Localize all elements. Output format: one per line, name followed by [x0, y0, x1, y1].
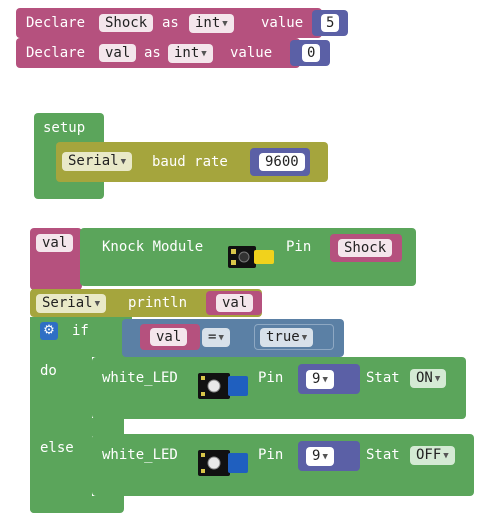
- variable-name-field[interactable]: val: [150, 328, 188, 346]
- pin-dropdown-value: 9: [312, 448, 321, 464]
- chevron-down-icon: ▼: [222, 19, 228, 29]
- chevron-down-icon: ▼: [301, 333, 308, 343]
- chevron-down-icon: ▼: [322, 452, 328, 462]
- pin-number-block[interactable]: 9▼: [298, 441, 360, 471]
- value-keyword: value: [261, 15, 304, 31]
- chevron-down-icon: ▼: [120, 157, 126, 167]
- number-block[interactable]: 5: [312, 10, 348, 36]
- pin-number-block[interactable]: 9▼: [298, 364, 360, 394]
- white-led-on-block[interactable]: white_LED Pin Stat ON▼: [92, 357, 466, 419]
- stat-dropdown-value: OFF: [416, 447, 442, 463]
- pin-dropdown[interactable]: 9▼: [306, 447, 334, 466]
- set-variable-block[interactable]: val: [30, 228, 82, 290]
- pin-dropdown[interactable]: 9▼: [306, 370, 334, 389]
- gear-icon[interactable]: ⚙: [40, 322, 58, 340]
- stat-dropdown[interactable]: OFF▼: [410, 446, 455, 465]
- stat-label: Stat: [366, 370, 400, 386]
- println-label: println: [128, 295, 188, 311]
- variable-name-field[interactable]: val: [216, 294, 254, 312]
- chevron-down-icon: ▼: [434, 374, 441, 384]
- serial-baud-block[interactable]: Serial▼ baud rate: [56, 142, 328, 182]
- serial-dropdown-value: Serial: [68, 153, 119, 169]
- number-field[interactable]: 0: [302, 44, 321, 62]
- baud-rate-label: baud rate: [152, 154, 228, 170]
- pin-label: Pin: [258, 447, 284, 463]
- number-field[interactable]: 5: [321, 14, 340, 32]
- pin-label: Pin: [286, 239, 312, 255]
- setup-label: setup: [43, 120, 86, 136]
- value-keyword: value: [230, 45, 273, 61]
- variable-name-field[interactable]: val: [99, 44, 137, 62]
- if-footer: [30, 496, 124, 513]
- boolean-dropdown[interactable]: true▼: [260, 328, 314, 347]
- else-label: else: [40, 440, 74, 456]
- operator-dropdown-value: =: [208, 329, 217, 345]
- knock-sensor-module-icon: [228, 244, 276, 270]
- declare-keyword: Declare: [26, 15, 86, 31]
- serial-dropdown[interactable]: Serial▼: [36, 294, 106, 313]
- variable-name-field[interactable]: Shock: [338, 239, 393, 257]
- chevron-down-icon: ▼: [201, 49, 207, 59]
- chevron-down-icon: ▼: [94, 299, 100, 309]
- compare-left-variable-block[interactable]: val: [140, 324, 200, 350]
- led-module-icon: [198, 371, 250, 401]
- as-keyword: as: [144, 45, 161, 61]
- knock-module-label: Knock Module: [102, 239, 204, 255]
- operator-dropdown[interactable]: =▼: [202, 328, 230, 347]
- serial-dropdown-value: Serial: [42, 295, 93, 311]
- number-block[interactable]: 9600: [250, 148, 310, 176]
- variable-name-field[interactable]: Shock: [99, 14, 154, 32]
- as-keyword: as: [162, 15, 179, 31]
- white-led-label: white_LED: [102, 370, 178, 386]
- chevron-down-icon: ▼: [443, 451, 449, 461]
- pin-dropdown-value: 9: [312, 371, 321, 387]
- if-label: if: [72, 323, 89, 339]
- compare-right-boolean-block[interactable]: true▼: [254, 324, 334, 350]
- type-dropdown[interactable]: int▼: [168, 44, 213, 63]
- type-dropdown[interactable]: int▼: [189, 14, 234, 33]
- declare-val-block[interactable]: Declare val as int▼ value: [16, 38, 300, 68]
- chevron-down-icon: ▼: [218, 333, 224, 343]
- declare-shock-block[interactable]: Declare Shock as int▼ value: [16, 8, 322, 38]
- pin-label: Pin: [258, 370, 284, 386]
- chevron-down-icon: ▼: [322, 375, 328, 385]
- stat-dropdown-value: ON: [416, 370, 433, 386]
- serial-dropdown[interactable]: Serial▼: [62, 152, 132, 171]
- else-divider: [30, 418, 124, 436]
- variable-name-field[interactable]: val: [36, 234, 74, 252]
- led-module-icon: [198, 448, 250, 478]
- println-variable-block[interactable]: val: [206, 291, 262, 315]
- number-block[interactable]: 0: [290, 40, 330, 66]
- type-dropdown-value: int: [174, 45, 200, 61]
- stat-label: Stat: [366, 447, 400, 463]
- stat-dropdown[interactable]: ON▼: [410, 369, 447, 388]
- baud-value-field[interactable]: 9600: [259, 153, 305, 171]
- pin-variable-block[interactable]: Shock: [330, 234, 402, 262]
- do-label: do: [40, 363, 57, 379]
- declare-keyword: Declare: [26, 45, 86, 61]
- white-led-label: white_LED: [102, 447, 178, 463]
- white-led-off-block[interactable]: white_LED Pin Stat OFF▼: [92, 434, 474, 496]
- type-dropdown-value: int: [195, 15, 221, 31]
- boolean-dropdown-value: true: [266, 329, 300, 345]
